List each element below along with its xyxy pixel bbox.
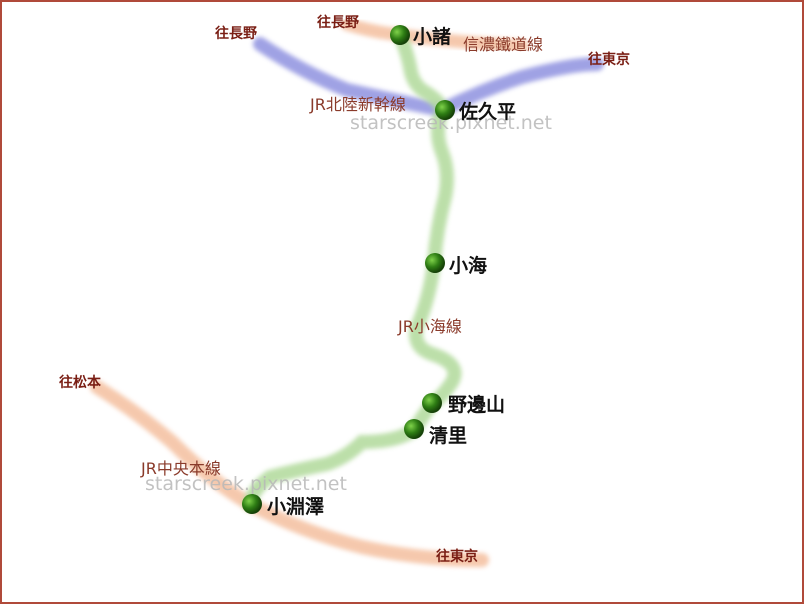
station-kiyosato: 清里 [404,419,467,447]
station-label: 小淵澤 [267,496,324,518]
line-label-chuo: JR中央本線 [140,459,221,478]
station-marker [390,25,410,45]
station-marker [242,494,262,514]
direction-label-tokyo: 往東京 [588,51,630,68]
station-marker [404,419,424,439]
station-label: 小海 [449,254,487,277]
line-label-hokuriku: JR北陸新幹線 [309,95,406,114]
station-label: 小諸 [413,25,451,48]
line-label-shinano: 信濃鐵道線 [463,35,543,54]
station-label: 野邊山 [448,393,505,416]
station-label: 佐久平 [458,100,516,123]
hokuriku-line-west [253,37,449,117]
station-komoro: 小諸 [390,25,451,48]
station-label: 清里 [429,424,467,447]
direction-label-nagano: 往長野 [215,25,257,42]
koumi-line [243,28,462,511]
station-koumi: 小海 [425,253,487,277]
direction-label-tokyo: 往東京 [436,548,478,565]
direction-label-matsumoto: 往松本 [59,374,102,391]
station-nobeyama: 野邊山 [422,393,505,416]
hokuriku-line-east [435,57,604,117]
watermark-text: starscreek.pixnet.net [350,112,552,134]
station-marker [425,253,445,273]
station-sakudaira: 佐久平 [435,100,516,123]
station-marker [422,393,442,413]
station-marker [435,100,455,120]
direction-label-nagano: 往長野 [317,14,359,31]
watermark-text: starscreek.pixnet.net [145,473,347,495]
station-kobuchizawa: 小淵澤 [242,494,324,518]
line-label-koumi: JR小海線 [397,317,462,336]
